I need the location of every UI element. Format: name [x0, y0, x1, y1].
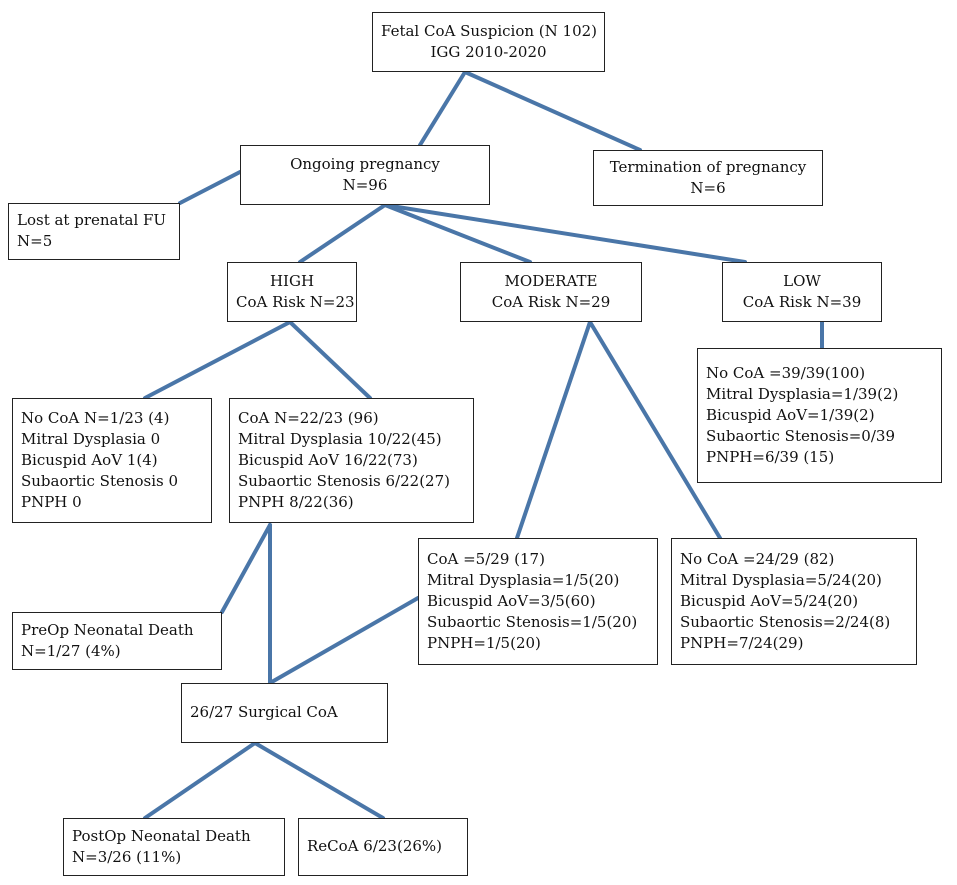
node-low-line-0: LOW: [783, 272, 821, 290]
edge-high-high-coa: [288, 320, 372, 400]
node-mod-noco-line-3: Subaortic Stenosis=2/24(8): [680, 613, 891, 631]
edge-ongoing-low: [383, 203, 747, 264]
node-mod-noco: No CoA =24/29 (82) Mitral Dysplasia=5/24(…: [671, 538, 917, 665]
node-surgical-line-0: 26/27 Surgical CoA: [190, 703, 338, 721]
node-high: HIGH CoA Risk N=23: [227, 262, 357, 322]
node-high-line-0: HIGH: [269, 272, 315, 290]
node-high-noco-line-3: Subaortic Stenosis 0: [21, 472, 179, 490]
node-high-coa: CoA N=22/23 (96) Mitral Dysplasia 10/22(4…: [229, 398, 474, 523]
edge-moderate-mod-coa: [515, 320, 592, 540]
node-surgical: 26/27 Surgical CoA: [181, 683, 388, 743]
node-high-noco-line-4: PNPH 0: [21, 493, 82, 511]
node-mod-coa-line-2: Bicuspid AoV=3/5(60): [427, 592, 596, 610]
node-high-coa-line-1: Mitral Dysplasia 10/22(45): [238, 430, 442, 448]
node-mod-noco-line-2: Bicuspid AoV=5/24(20): [680, 592, 859, 610]
node-low-detail-line-2: Bicuspid AoV=1/39(2): [706, 406, 875, 424]
node-mod-noco-line-4: PNPH=7/24(29): [680, 634, 804, 652]
node-low-line-1: CoA Risk N=39: [742, 293, 862, 311]
node-low-detail-line-1: Mitral Dysplasia=1/39(2): [706, 385, 899, 403]
node-postop-death-line-0: PostOp Neonatal Death: [72, 827, 251, 845]
node-preop-death-line-0: PreOp Neonatal Death: [21, 621, 194, 639]
node-recoa-line-0: ReCoA 6/23(26%): [307, 837, 443, 855]
node-high-line-1: CoA Risk N=23: [236, 293, 355, 311]
node-mod-coa-line-4: PNPH=1/5(20): [427, 634, 541, 652]
node-mod-coa-line-3: Subaortic Stenosis=1/5(20): [427, 613, 638, 631]
edge-moderate-mod-noco: [588, 320, 722, 540]
node-moderate: MODERATE CoA Risk N=29: [460, 262, 642, 322]
node-ongoing-line-1: N=96: [342, 176, 388, 194]
node-mod-noco-line-1: Mitral Dysplasia=5/24(20): [680, 571, 882, 589]
edge-ongoing-moderate: [383, 203, 532, 264]
node-low: LOW CoA Risk N=39: [722, 262, 882, 322]
edge-high-coa-preop: [220, 523, 272, 614]
node-high-noco-line-0: No CoA N=1/23 (4): [21, 409, 170, 427]
node-root-line-1: IGG 2010-2020: [430, 43, 547, 61]
node-lost: Lost at prenatal FU N=5: [8, 203, 180, 260]
node-low-detail: No CoA =39/39(100) Mitral Dysplasia=1/39(…: [697, 348, 942, 483]
node-lost-line-1: N=5: [17, 232, 53, 250]
node-high-coa-line-0: CoA N=22/23 (96): [238, 409, 379, 427]
node-termination-line-0: Termination of pregnancy: [609, 158, 807, 176]
edge-surgical-postop: [143, 741, 257, 820]
edge-ongoing-high: [298, 203, 387, 264]
edge-root-ongoing: [418, 70, 467, 147]
node-high-noco-line-1: Mitral Dysplasia 0: [21, 430, 161, 448]
node-high-noco-line-2: Bicuspid AoV 1(4): [21, 451, 158, 469]
node-low-detail-line-4: PNPH=6/39 (15): [706, 448, 835, 466]
node-low-detail-line-3: Subaortic Stenosis=0/39: [706, 427, 895, 445]
node-high-coa-line-3: Subaortic Stenosis 6/22(27): [238, 472, 450, 490]
edge-high-high-noco: [143, 320, 292, 400]
node-root-line-0: Fetal CoA Suspicion (N 102): [381, 22, 598, 40]
node-mod-coa: CoA =5/29 (17) Mitral Dysplasia=1/5(20) Bi…: [418, 538, 658, 665]
node-moderate-line-0: MODERATE: [504, 272, 598, 290]
edge-mod-coa-surgical: [268, 596, 420, 685]
node-root: Fetal CoA Suspicion (N 102) IGG 2010-2020: [372, 12, 605, 72]
node-ongoing-line-0: Ongoing pregnancy: [290, 155, 440, 173]
node-high-coa-line-4: PNPH 8/22(36): [238, 493, 354, 511]
node-lost-line-0: Lost at prenatal FU: [17, 211, 167, 229]
node-moderate-line-1: CoA Risk N=29: [491, 293, 611, 311]
node-low-detail-line-0: No CoA =39/39(100): [706, 364, 866, 382]
node-preop-death-line-1: N=1/27 (4%): [21, 642, 121, 660]
node-mod-coa-line-1: Mitral Dysplasia=1/5(20): [427, 571, 620, 589]
node-recoa: ReCoA 6/23(26%): [298, 818, 468, 876]
node-postop-death-line-1: N=3/26 (11%): [72, 848, 182, 866]
edge-root-termination: [463, 70, 642, 152]
node-termination-line-1: N=6: [690, 179, 726, 197]
edge-ongoing-lost: [178, 170, 242, 205]
node-high-noco: No CoA N=1/23 (4) Mitral Dysplasia 0 Bicus…: [12, 398, 212, 523]
node-mod-coa-line-0: CoA =5/29 (17): [427, 550, 545, 568]
node-high-coa-line-2: Bicuspid AoV 16/22(73): [238, 451, 418, 469]
edge-surgical-recoa: [253, 741, 385, 820]
node-mod-noco-line-0: No CoA =24/29 (82): [680, 550, 835, 568]
